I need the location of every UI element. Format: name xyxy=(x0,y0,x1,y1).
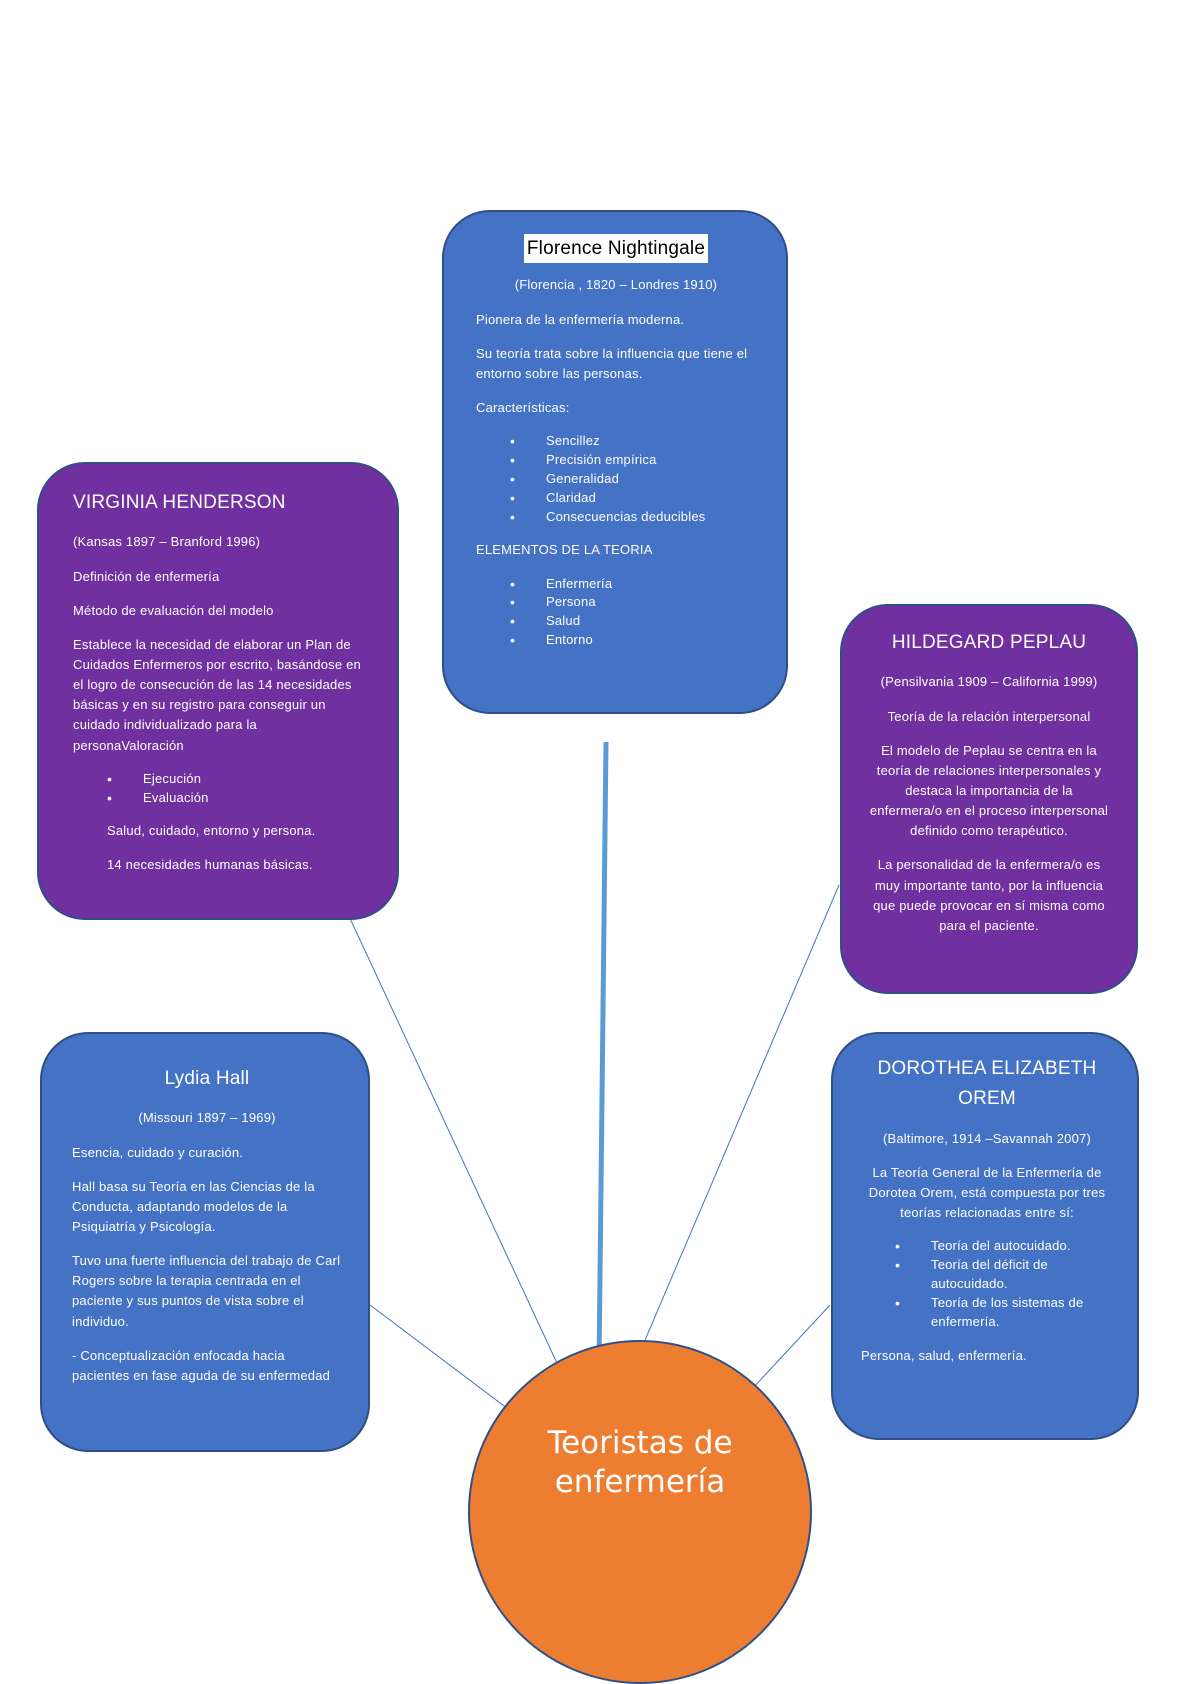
lydia-description-4: - Conceptualización enfocada hacia pacie… xyxy=(72,1347,331,1383)
list-item: Salud xyxy=(476,611,756,631)
dorothea-orem-card: DOROTHEA ELIZABETH OREM (Baltimore, 1914… xyxy=(831,1032,1139,1440)
florence-description-2: Su teoría trata sobre la influencia que … xyxy=(476,345,748,381)
connector-lines xyxy=(339,741,840,1431)
list-item: Teoría del autocuidado. xyxy=(861,1236,1113,1256)
hildegard-dates: (Pensilvania 1909 – California 1999) xyxy=(880,674,1098,690)
virginia-description-1: Definición de enfermería xyxy=(73,568,220,584)
hildegard-title: HILDEGARD PEPLAU xyxy=(891,632,1087,653)
central-topic-label: Teoristas de enfermería xyxy=(468,1424,812,1502)
florence-nightingale-card: Florence Nightingale (Florencia , 1820 –… xyxy=(442,210,788,714)
list-item: Entorno xyxy=(476,630,756,650)
dorothea-list: Teoría del autocuidado. Teoría del défic… xyxy=(861,1236,1113,1332)
dorothea-title: DOROTHEA ELIZABETH OREM xyxy=(877,1058,1097,1110)
virginia-henderson-card: VIRGINIA HENDERSON (Kansas 1897 – Branfo… xyxy=(37,462,399,920)
hildegard-description-3: La personalidad de la enfermera/o es muy… xyxy=(873,857,1105,933)
virginia-description-3: Establece la necesidad de elaborar un Pl… xyxy=(73,636,361,753)
list-item: Evaluación xyxy=(73,788,367,808)
connector-virginia xyxy=(339,896,564,1377)
list-item: Teoría de los sistemas de enfermería. xyxy=(861,1293,1113,1332)
list-item: Sencillez xyxy=(476,431,756,451)
dorothea-description-1: La Teoría General de la Enfermería de Do… xyxy=(868,1164,1106,1221)
florence-description-1: Pionera de la enfermería moderna. xyxy=(476,311,685,327)
florence-characteristics-list: Sencillez Precisión empírica Generalidad… xyxy=(476,431,756,527)
list-item: Persona xyxy=(476,592,756,612)
connector-lydia xyxy=(369,1304,521,1419)
list-item: Generalidad xyxy=(476,469,756,489)
connector-hildegard xyxy=(633,884,840,1367)
hildegard-description-2: El modelo de Peplau se centra en la teor… xyxy=(869,742,1109,839)
virginia-list: Ejecución Evaluación xyxy=(73,769,367,808)
virginia-description-2: Método de evaluación del modelo xyxy=(73,602,274,618)
list-item: Enfermería xyxy=(476,574,756,594)
connector-florence xyxy=(596,741,609,1367)
list-item: Claridad xyxy=(476,488,756,508)
florence-dates: (Florencia , 1820 – Londres 1910) xyxy=(514,277,718,293)
florence-elements-heading: ELEMENTOS DE LA TEORIA xyxy=(476,542,653,558)
lydia-title: Lydia Hall xyxy=(164,1068,250,1089)
virginia-title: VIRGINIA HENDERSON xyxy=(73,492,286,513)
lydia-dates: (Missouri 1897 – 1969) xyxy=(138,1110,276,1126)
central-topic-line1: Teoristas de xyxy=(547,1425,733,1461)
lydia-description-3: Tuvo una fuerte influencia del trabajo d… xyxy=(72,1253,341,1329)
central-topic-line2: enfermería xyxy=(554,1463,726,1500)
lydia-hall-card: Lydia Hall (Missouri 1897 – 1969) Esenci… xyxy=(40,1032,370,1452)
hildegard-peplau-card: HILDEGARD PEPLAU (Pensilvania 1909 – Cal… xyxy=(840,604,1138,994)
list-item: Ejecución xyxy=(73,769,367,789)
central-topic-circle xyxy=(468,1340,812,1684)
virginia-description-5: 14 necesidades humanas básicas. xyxy=(107,857,313,873)
florence-title: Florence Nightingale xyxy=(523,234,709,264)
virginia-dates: (Kansas 1897 – Branford 1996) xyxy=(73,534,261,550)
list-item: Consecuencias deducibles xyxy=(476,507,756,527)
dorothea-dates: (Baltimore, 1914 –Savannah 2007) xyxy=(882,1130,1092,1146)
virginia-description-4: Salud, cuidado, entorno y persona. xyxy=(107,823,316,839)
florence-elements-list: Enfermería Persona Salud Entorno xyxy=(476,574,756,651)
lydia-description-1: Esencia, cuidado y curación. xyxy=(72,1144,244,1160)
hildegard-description-1: Teoría de la relación interpersonal xyxy=(887,708,1091,724)
list-item: Teoría del déficit de autocuidado. xyxy=(861,1255,1113,1294)
dorothea-description-2: Persona, salud, enfermería. xyxy=(861,1347,1027,1363)
list-item: Precisión empírica xyxy=(476,450,756,470)
lydia-description-2: Hall basa su Teoría en las Ciencias de l… xyxy=(72,1178,315,1234)
florence-characteristics-heading: Características: xyxy=(476,400,570,415)
